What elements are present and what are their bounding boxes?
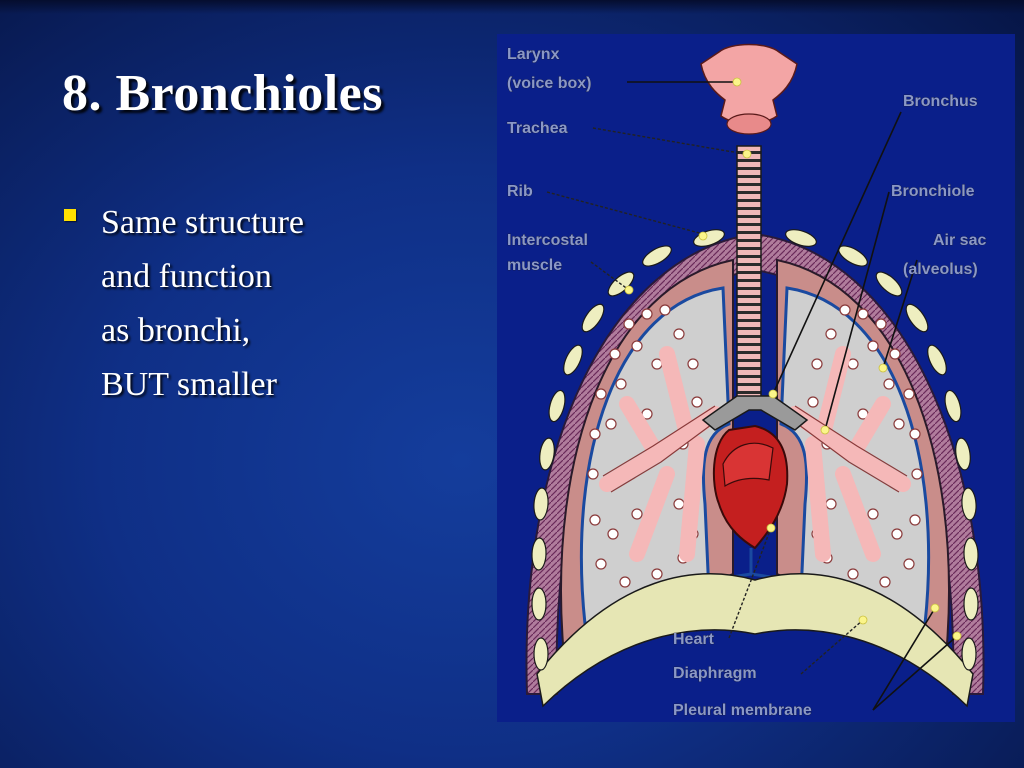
label-intercostal: Intercostal bbox=[507, 232, 588, 249]
bullet-line-3: as bronchi, bbox=[101, 312, 251, 349]
larynx bbox=[700, 43, 798, 125]
main-bronchi bbox=[701, 395, 809, 431]
label-diaphragm: Diaphragm bbox=[673, 665, 757, 682]
label-air-sac: Air sac bbox=[933, 232, 986, 249]
heart-chamber bbox=[722, 442, 774, 488]
leader-lines bbox=[546, 81, 958, 711]
label-dots bbox=[624, 77, 962, 641]
label-heart: Heart bbox=[673, 631, 715, 648]
label-pleural-membrane: Pleural membrane bbox=[673, 702, 812, 719]
diaphragm bbox=[536, 573, 974, 708]
label-muscle: muscle bbox=[507, 257, 562, 274]
slide-title: 8. Bronchioles bbox=[62, 65, 383, 122]
bullet-line-1: Same structure bbox=[101, 204, 304, 241]
top-shadow-band bbox=[0, 0, 1024, 14]
label-larynx: Larynx bbox=[507, 46, 560, 63]
respiratory-system-diagram: Larynx (voice box) Trachea Rib Intercost… bbox=[497, 34, 1015, 722]
diagram-svg: Larynx (voice box) Trachea Rib Intercost… bbox=[507, 43, 987, 719]
bullet-line-4: BUT smaller bbox=[101, 366, 277, 403]
bullet-text: Same structure and function as bronchi, … bbox=[101, 196, 421, 412]
larynx-ring bbox=[726, 113, 772, 135]
right-bronchial-outline bbox=[794, 405, 908, 493]
label-alveolus: (alveolus) bbox=[903, 261, 978, 278]
left-bronchial-outline bbox=[602, 405, 716, 493]
right-bronchial-tree bbox=[787, 346, 911, 562]
label-voice-box: (voice box) bbox=[507, 75, 591, 92]
label-bronchiole: Bronchiole bbox=[891, 183, 975, 200]
bullet-line-2: and function bbox=[101, 258, 272, 295]
trachea bbox=[736, 145, 762, 403]
label-rib: Rib bbox=[507, 183, 533, 200]
label-trachea: Trachea bbox=[507, 120, 568, 137]
left-bronchial-tree bbox=[599, 346, 723, 562]
square-bullet-icon bbox=[64, 209, 76, 221]
label-bronchus: Bronchus bbox=[903, 93, 978, 110]
